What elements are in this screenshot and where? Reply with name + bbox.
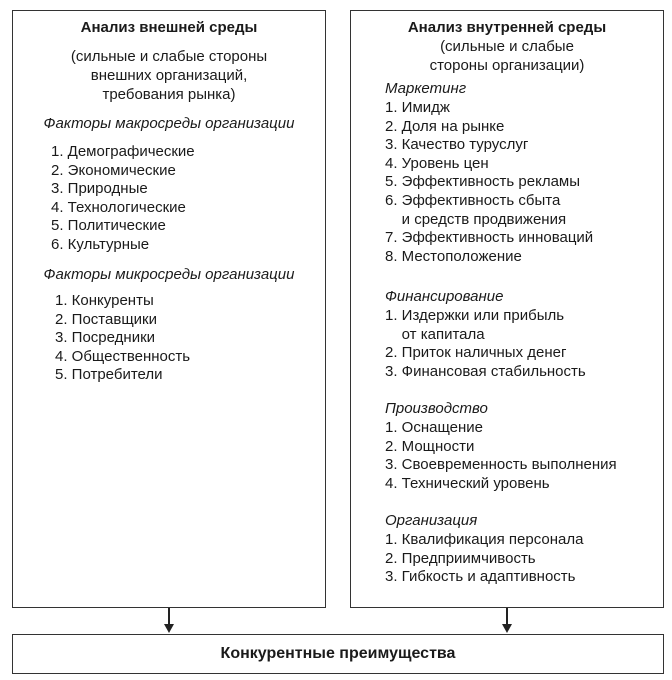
- list-item: и средств продвижения: [385, 210, 567, 228]
- production-title: Производство: [385, 400, 488, 417]
- list-item: 3. Финансовая стабильность: [385, 362, 586, 380]
- external-analysis-box: Анализ внешней среды (сильные и слабые с…: [12, 10, 326, 608]
- arrow-right-head: [502, 624, 512, 633]
- list-item: 2. Предприимчивость: [385, 549, 536, 567]
- macro-factors-title: Факторы макросреды организации: [43, 115, 295, 132]
- micro-factors-title: Факторы микросреды организации: [43, 266, 295, 283]
- production-list: 1. Оснащение 2. Мощности 3. Своевременно…: [385, 419, 617, 493]
- list-item: 4. Общественность: [55, 347, 191, 365]
- list-item: 6. Эффективность сбыта: [385, 191, 561, 209]
- finance-title: Финансирование: [385, 288, 504, 305]
- list-item: 1. Конкуренты: [55, 292, 154, 309]
- finance-list: 1. Издержки или прибыль от капитала 2. П…: [385, 307, 586, 381]
- list-item: 2. Экономические: [51, 161, 176, 179]
- list-item: 8. Местоположение: [385, 247, 522, 265]
- marketing-list: 1. Имидж 2. Доля на рынке 3. Качество ту…: [385, 99, 593, 266]
- list-item: 1. Оснащение: [385, 419, 483, 436]
- competitive-advantages-label: Конкурентные преимущества: [220, 645, 456, 662]
- internal-analysis-box: Анализ внутренней среды (сильные и слабы…: [350, 10, 664, 608]
- list-item: 2. Приток наличных денег: [385, 344, 567, 362]
- list-item: 6. Культурные: [51, 235, 150, 253]
- list-item: 1. Квалификация персонала: [385, 531, 584, 548]
- list-item: 5. Потребители: [55, 366, 163, 384]
- internal-subtitle-line: (сильные и слабые: [440, 38, 574, 55]
- organization-list: 1. Квалификация персонала 2. Предприимчи…: [385, 531, 583, 587]
- arrow-left-head: [164, 624, 174, 633]
- list-item: 3. Качество туруслуг: [385, 136, 529, 154]
- marketing-title: Маркетинг: [385, 80, 467, 97]
- arrow-left-shaft: [168, 608, 170, 626]
- list-item: 1. Имидж: [385, 99, 450, 116]
- list-item: 5. Эффективность рекламы: [385, 173, 581, 191]
- list-item: 4. Уровень цен: [385, 154, 489, 172]
- internal-analysis-subtitle: (сильные и слабые стороны организации): [351, 37, 663, 75]
- list-item: 5. Политические: [51, 217, 166, 235]
- external-subtitle-line: (сильные и слабые стороны: [70, 48, 268, 65]
- list-item: 2. Доля на рынке: [385, 117, 505, 135]
- internal-analysis-title: Анализ внутренней среды: [407, 19, 607, 36]
- external-analysis-subtitle: (сильные и слабые стороны внешних органи…: [13, 47, 325, 104]
- macro-factors-list: 1. Демографические 2. Экономические 3. П…: [51, 143, 195, 255]
- organization-title: Организация: [385, 512, 478, 529]
- external-subtitle-line: внешних организаций,: [90, 67, 248, 84]
- arrow-right-shaft: [506, 608, 508, 626]
- internal-subtitle-line: стороны организации): [429, 57, 585, 74]
- list-item: 3. Своевременность выполнения: [385, 456, 617, 474]
- list-item: от капитала: [385, 325, 485, 343]
- list-item: 2. Мощности: [385, 437, 475, 455]
- competitive-advantages-box: Конкурентные преимущества: [12, 634, 664, 674]
- list-item: 4. Технологические: [51, 198, 186, 216]
- list-item: 3. Посредники: [55, 329, 156, 347]
- list-item: 3. Природные: [51, 180, 148, 198]
- micro-factors-list: 1. Конкуренты 2. Поставщики 3. Посредник…: [55, 292, 190, 385]
- list-item: 3. Гибкость и адаптивность: [385, 568, 576, 586]
- list-item: 4. Технический уровень: [385, 474, 550, 492]
- external-subtitle-line: требования рынка): [102, 86, 236, 103]
- list-item: 2. Поставщики: [55, 310, 157, 328]
- list-item: 7. Эффективность инноваций: [385, 229, 594, 247]
- external-analysis-title: Анализ внешней среды: [80, 19, 258, 36]
- list-item: 1. Демографические: [51, 143, 195, 160]
- list-item: 1. Издержки или прибыль: [385, 307, 565, 324]
